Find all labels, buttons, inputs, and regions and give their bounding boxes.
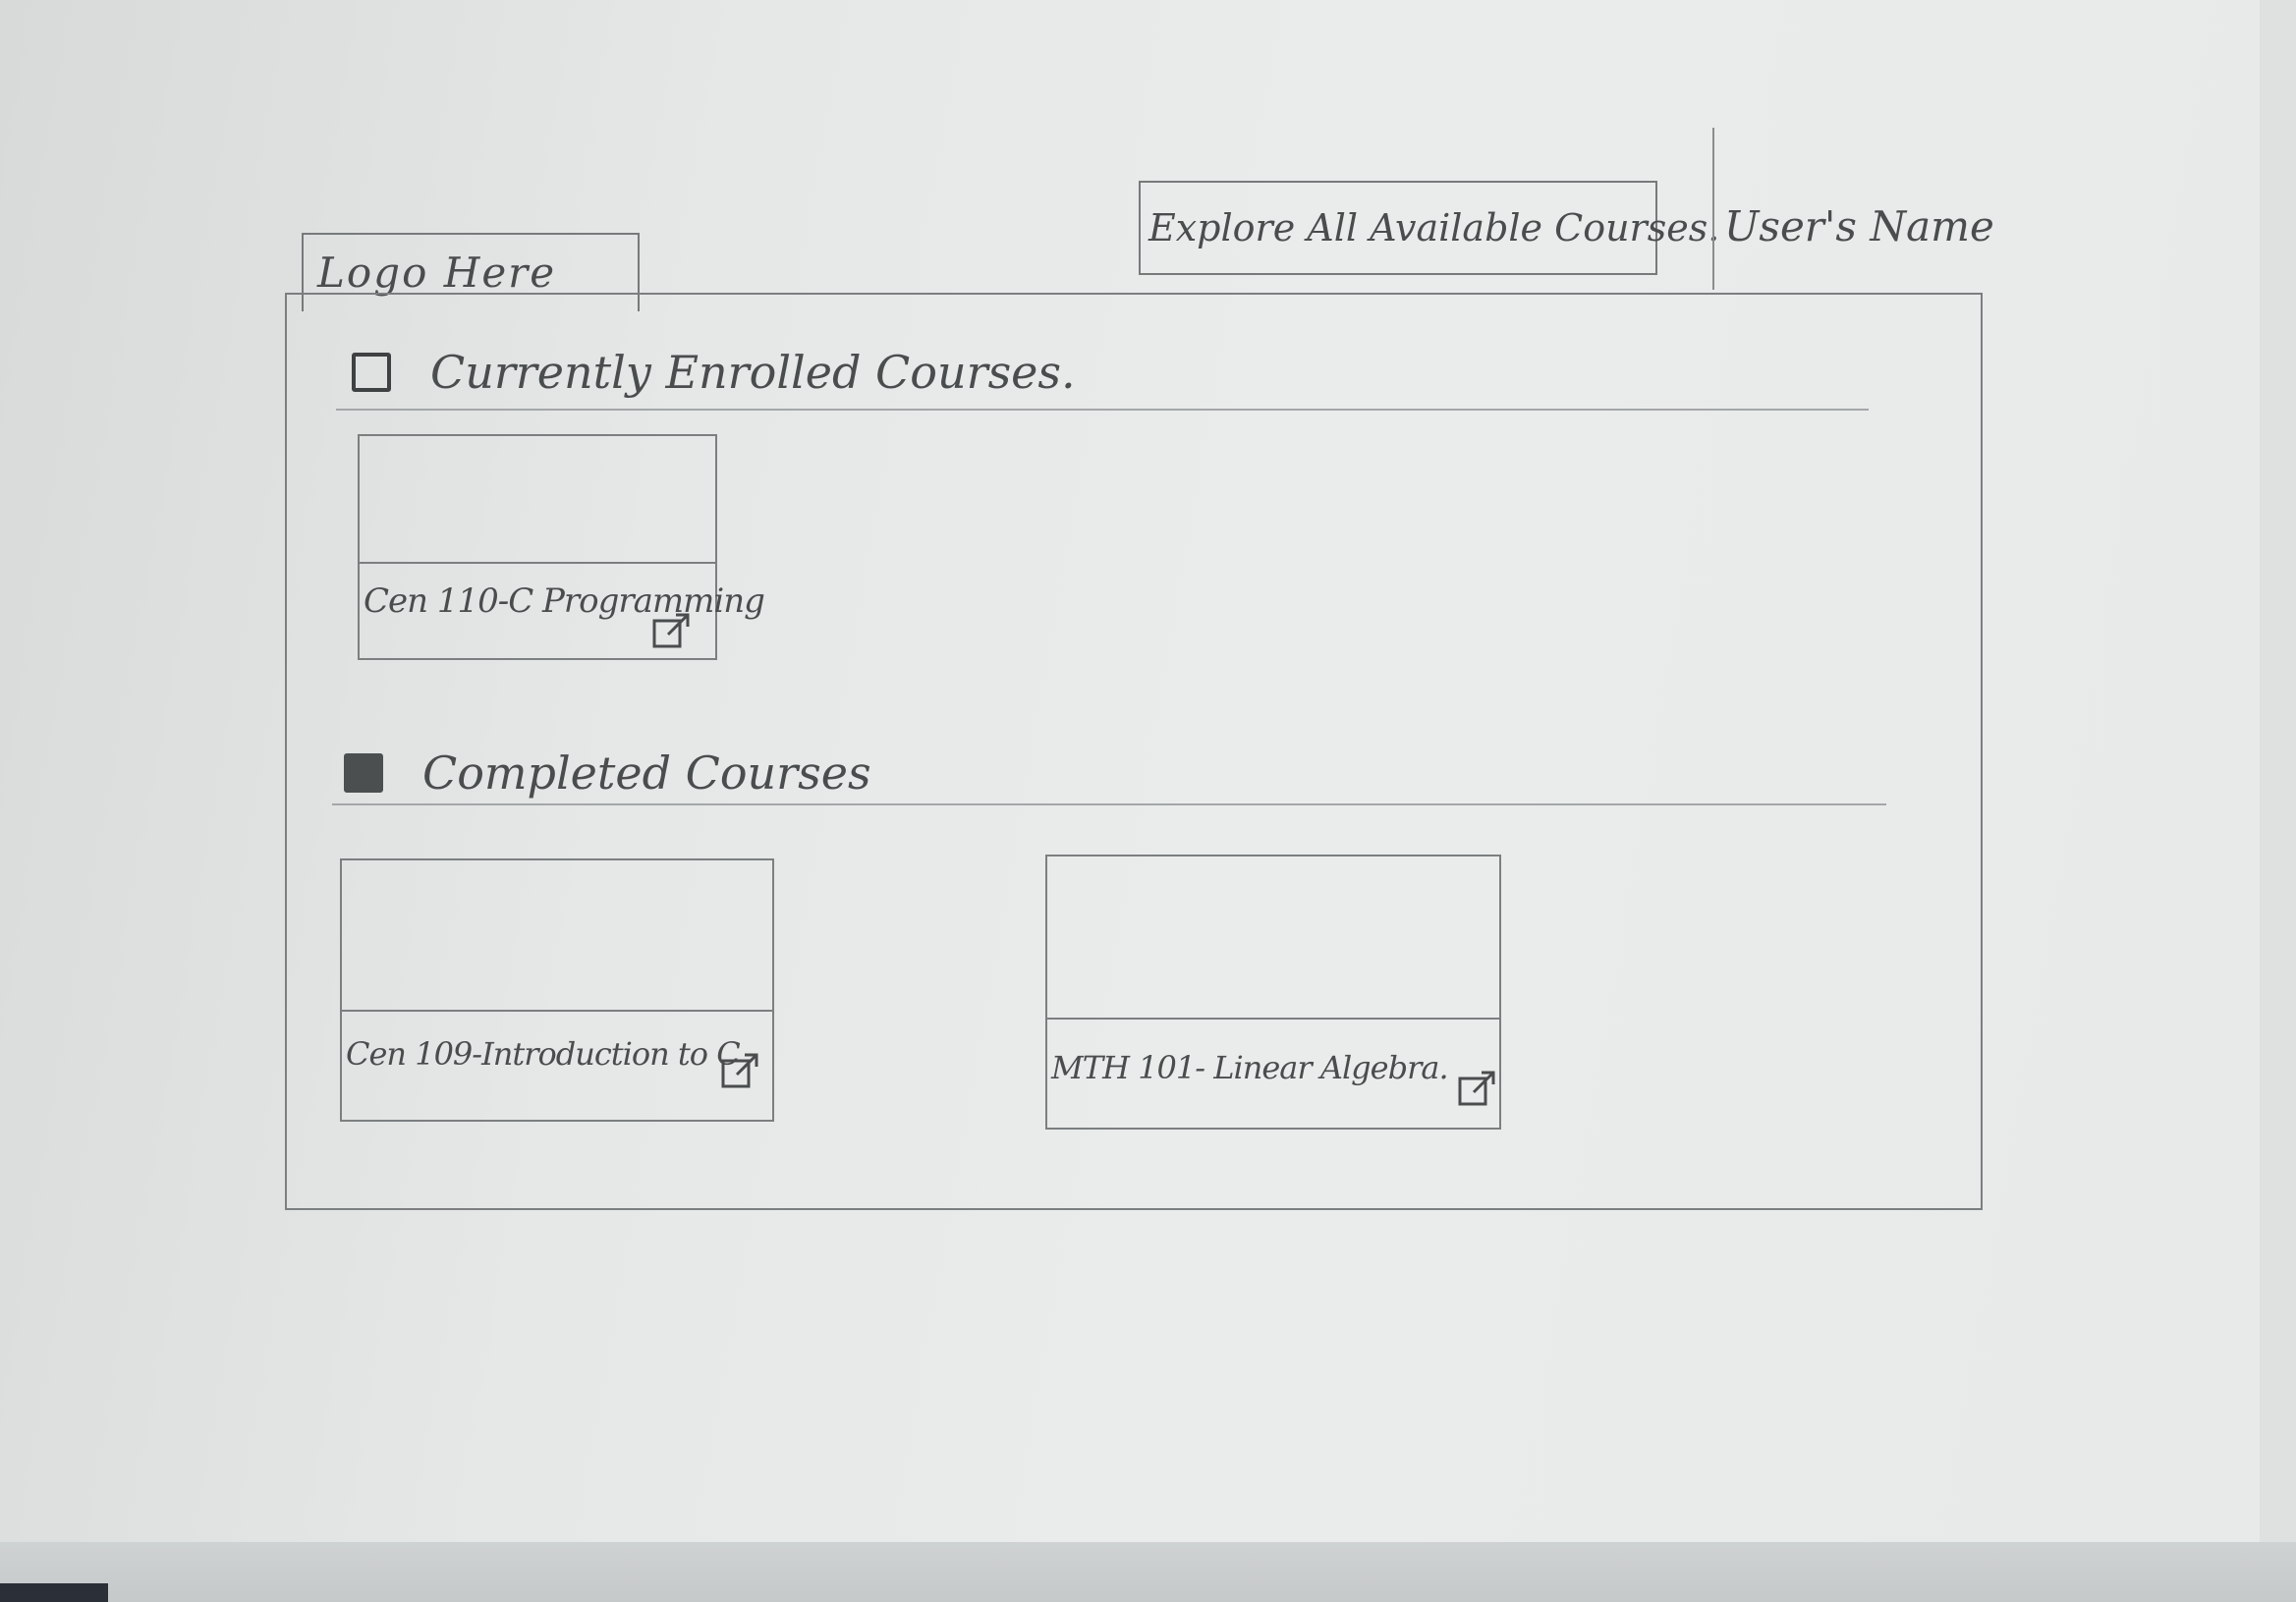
main-panel: Currently Enrolled Courses. Cen 110-C Pr… — [285, 293, 1983, 1210]
filled-square-icon — [344, 753, 383, 793]
course-thumbnail — [360, 436, 715, 564]
course-card-mth-101[interactable]: MTH 101- Linear Algebra. — [1045, 855, 1501, 1130]
course-title: Cen 109-Introduction to C — [346, 1035, 741, 1073]
course-thumbnail — [1047, 856, 1499, 1020]
enrolled-section-header: Currently Enrolled Courses. — [352, 346, 1076, 399]
completed-section-title: Completed Courses — [422, 746, 871, 800]
logo[interactable]: Logo Here — [302, 233, 640, 311]
empty-square-icon — [352, 353, 391, 392]
explore-courses-label: Explore All Available Courses. — [1148, 206, 1720, 249]
nav-divider — [1712, 128, 1714, 290]
course-title: MTH 101- Linear Algebra. — [1051, 1049, 1449, 1086]
course-title: Cen 110-C Programming — [364, 581, 765, 621]
user-name[interactable]: User's Name — [1724, 202, 1994, 250]
completed-section-header: Completed Courses — [344, 746, 871, 800]
enrolled-section-title: Currently Enrolled Courses. — [430, 346, 1076, 399]
external-link-icon[interactable] — [719, 1049, 762, 1092]
completed-section-divider — [332, 803, 1886, 805]
desk-background — [0, 1583, 108, 1602]
explore-courses-button[interactable]: Explore All Available Courses. — [1139, 181, 1719, 275]
logo-text: Logo Here — [317, 249, 557, 297]
external-link-icon[interactable] — [1456, 1067, 1499, 1110]
course-card-cen-110[interactable]: Cen 110-C Programming — [358, 434, 765, 660]
course-card-cen-109[interactable]: Cen 109-Introduction to C — [340, 858, 774, 1122]
enrolled-section-divider — [336, 409, 1869, 411]
course-thumbnail — [342, 860, 772, 1012]
paper-edge — [0, 1542, 2296, 1602]
external-link-icon[interactable] — [650, 609, 694, 652]
